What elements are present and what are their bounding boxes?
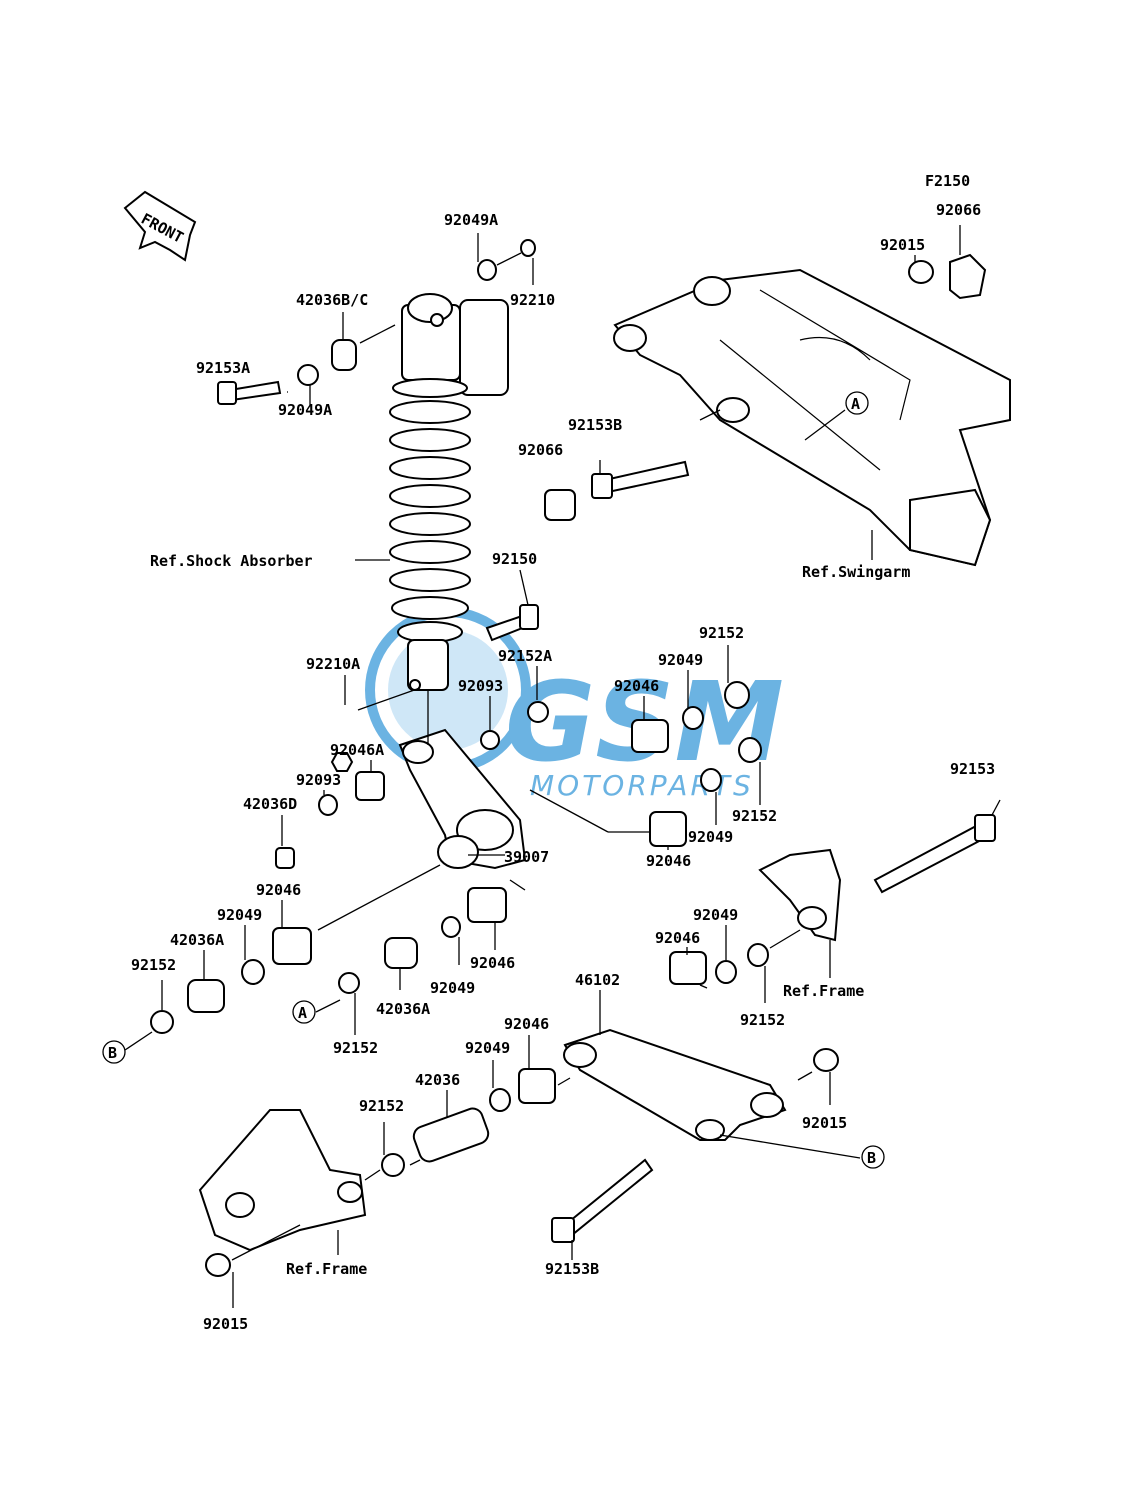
- bolt-92153B-bottom-drawing: [551, 1158, 654, 1243]
- svg-text:B: B: [108, 1044, 117, 1062]
- label-92210: 92210: [510, 291, 555, 309]
- label-92049-r1: 92049: [658, 651, 703, 669]
- label-92152-r3: 92152: [740, 1011, 785, 1029]
- label-42036BC: 42036B/C: [296, 291, 368, 309]
- label-92015-top: 92015: [880, 236, 925, 254]
- label-92153: 92153: [950, 760, 995, 778]
- leader-lines: [124, 225, 1001, 1308]
- swingarm-drawing: [613, 268, 1011, 567]
- label-92046-l1: 92046: [256, 881, 301, 899]
- label-92152A: 92152A: [498, 647, 552, 665]
- label-92049A-left: 92049A: [278, 401, 332, 419]
- label-42036A-l: 42036A: [170, 931, 224, 949]
- label-92046-r3: 92046: [655, 929, 700, 947]
- svg-text:A: A: [298, 1004, 307, 1022]
- frame-left-drawing: [198, 1109, 367, 1252]
- label-92049-c: 92049: [430, 979, 475, 997]
- label-92152-b: 92152: [359, 1097, 404, 1115]
- ref-frame-right: Ref.Frame: [783, 982, 864, 1000]
- label-92049A-top: 92049A: [444, 211, 498, 229]
- label-92049-b: 92049: [465, 1039, 510, 1057]
- label-92152-c: 92152: [333, 1039, 378, 1057]
- label-92093-b: 92093: [296, 771, 341, 789]
- frame-right-drawing: [758, 848, 842, 942]
- bolt-92153B-top-drawing: [591, 460, 690, 499]
- figure-code: F2150: [925, 172, 970, 190]
- callout-B-right: B: [861, 1145, 885, 1169]
- tie-rod-drawing: [563, 1028, 787, 1141]
- ref-shock-absorber: Ref.Shock Absorber: [150, 552, 313, 570]
- front-arrow-icon: FRONT: [123, 190, 197, 262]
- label-42036D: 42036D: [243, 795, 297, 813]
- label-92046-r2: 92046: [646, 852, 691, 870]
- label-92046-r1: 92046: [614, 677, 659, 695]
- bolt-92150-drawing: [485, 604, 539, 642]
- label-92153A: 92153A: [196, 359, 250, 377]
- callout-A-left: A: [292, 1000, 316, 1024]
- label-92153B-bottom: 92153B: [545, 1260, 599, 1278]
- label-92210A: 92210A: [306, 655, 360, 673]
- label-92049-r2: 92049: [688, 828, 733, 846]
- label-46102: 46102: [575, 971, 620, 989]
- svg-text:A: A: [851, 395, 860, 413]
- label-92046A: 92046A: [330, 741, 384, 759]
- part-labels: 92049A 92210 42036B/C 92153A 92049A 9206…: [131, 201, 995, 1333]
- label-92150: 92150: [492, 550, 537, 568]
- label-92015-r: 92015: [802, 1114, 847, 1132]
- label-92153B-top: 92153B: [568, 416, 622, 434]
- label-92046-b: 92046: [504, 1015, 549, 1033]
- label-92152-r2: 92152: [732, 807, 777, 825]
- shock-absorber-drawing: [389, 293, 509, 691]
- ref-frame-left: Ref.Frame: [286, 1260, 367, 1278]
- callout-B-left: B: [102, 1040, 126, 1064]
- bolt-92153A-drawing: [217, 380, 282, 405]
- label-42036: 42036: [415, 1071, 460, 1089]
- ref-swingarm: Ref.Swingarm: [802, 563, 910, 581]
- svg-text:B: B: [867, 1149, 876, 1167]
- bolt-92153-drawing: [873, 814, 996, 894]
- label-92152-l: 92152: [131, 956, 176, 974]
- small-parts-drawing: [150, 239, 987, 1277]
- label-39007: 39007: [504, 848, 549, 866]
- label-92049-l1: 92049: [217, 906, 262, 924]
- label-92046-c: 92046: [470, 954, 515, 972]
- label-92049-r3: 92049: [693, 906, 738, 924]
- rocker-arm-drawing: [398, 728, 527, 870]
- label-92015-bottom: 92015: [203, 1315, 248, 1333]
- label-92152-r1: 92152: [699, 624, 744, 642]
- label-42036A-c: 42036A: [376, 1000, 430, 1018]
- label-92093-a: 92093: [458, 677, 503, 695]
- label-92066-top: 92066: [936, 201, 981, 219]
- callout-A-swingarm: A: [845, 391, 869, 415]
- label-92066-mid: 92066: [518, 441, 563, 459]
